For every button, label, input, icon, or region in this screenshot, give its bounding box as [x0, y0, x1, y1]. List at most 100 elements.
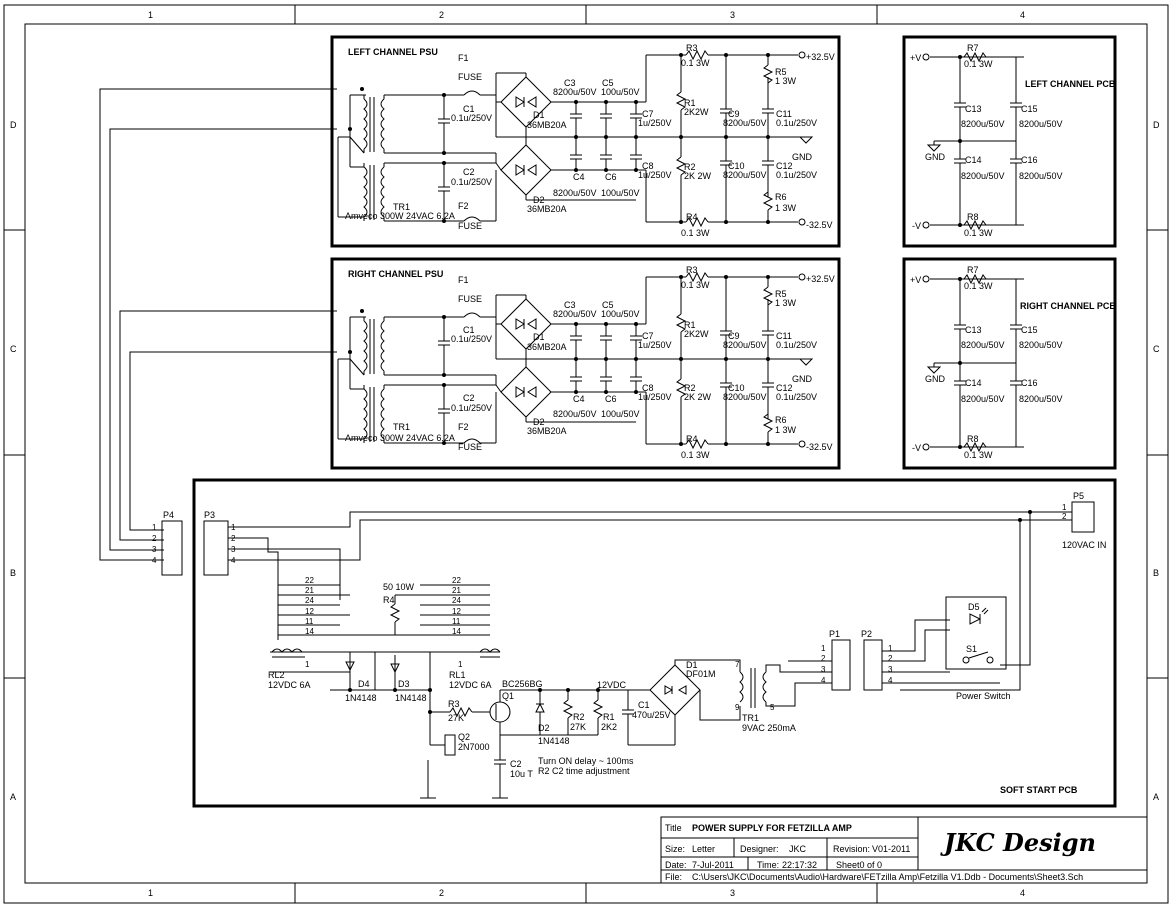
r4-label: R4 [686, 212, 698, 222]
gnd-label: GND [925, 374, 946, 384]
c3-label: C3 [564, 300, 576, 310]
c7-value: 1u/250V [638, 340, 672, 350]
p4-pin-4: 4 [152, 556, 157, 565]
r6-value: 1 3W [775, 203, 797, 213]
tr1-label: TR1 [742, 713, 759, 723]
d2-label: D2 [533, 195, 545, 205]
p2-pin-2: 2 [888, 654, 893, 663]
r6-label: R6 [775, 415, 787, 425]
relay-contacts-right: 22 21 24 12 11 14 [420, 576, 490, 636]
p4-pin-1: 1 [152, 523, 157, 532]
rl1-pin-21: 21 [452, 586, 461, 595]
relay-contacts-left: 22 21 24 12 11 14 [278, 576, 350, 636]
designer-value: JKC [789, 844, 807, 854]
rl1-pin-14: 14 [452, 627, 461, 636]
rl2-pin-24: 24 [305, 596, 314, 605]
tr1-pin-9: 9 [735, 703, 740, 712]
c5-label: C5 [602, 78, 614, 88]
c9-label: C9 [728, 331, 740, 341]
rl2-pin-1: 1 [305, 660, 310, 669]
vpos-label: +32.5V [806, 52, 835, 62]
c1-label: C1 [463, 104, 475, 114]
f2-label: F2 [458, 201, 469, 211]
vpos-label: +V [910, 275, 921, 285]
gnd-label: GND [792, 374, 813, 384]
s1-label: S1 [966, 644, 977, 654]
r5-label: R5 [775, 289, 787, 299]
col-label-3: 3 [730, 10, 735, 20]
revision-value: V01-2011 [872, 844, 910, 854]
r1-label: R1 [603, 712, 615, 722]
r2-value: 2K 2W [684, 392, 712, 402]
r7-value: 0.1 3W [964, 281, 993, 291]
c1-value: 470u/25V [632, 710, 671, 720]
soft-start-title: SOFT START PCB [1000, 785, 1078, 795]
soft-start-pcb: SOFT START PCB P4 1 2 3 4 P3 1 2 3 4 P5 … [152, 478, 1117, 808]
r3-value: 0.1 3W [681, 58, 710, 68]
r1-value: 2K2W [684, 107, 709, 117]
r5-value: 1 3W [775, 298, 797, 308]
p2-pin-1: 1 [888, 644, 893, 653]
vneg-label: -V [912, 221, 921, 231]
rl2-pin-11: 11 [305, 617, 314, 626]
tr1-value: Amveco 300W 24VAC 6.2A [345, 211, 455, 221]
f1-label: F1 [458, 275, 469, 285]
q2-value: 2N7000 [458, 742, 490, 752]
c15-value: 8200u/50V [1019, 119, 1063, 129]
power-switch-label: Power Switch [956, 691, 1011, 701]
c5-value: 100u/50V [601, 309, 640, 319]
c12-label: C12 [776, 161, 793, 171]
f2-label: F2 [458, 422, 469, 432]
r3-label: R3 [686, 265, 698, 275]
revision-label: Revision: [833, 844, 870, 854]
c12-label: C12 [776, 383, 793, 393]
f2-value: FUSE [458, 442, 482, 452]
p4-pin-2: 2 [152, 534, 157, 543]
col-label-4: 4 [1020, 10, 1025, 20]
c13-value: 8200u/50V [961, 340, 1005, 350]
row-label-d: D [10, 120, 17, 130]
r8-label: R8 [967, 434, 979, 444]
title-label: Title [665, 823, 682, 833]
rl1-pin-1: 1 [458, 660, 463, 669]
c12-value: 0.1u/250V [776, 392, 817, 402]
p1-pin-2: 2 [821, 654, 826, 663]
rl2-pin-12: 12 [305, 607, 314, 616]
c5-value: 100u/50V [601, 87, 640, 97]
designer-label: Designer: [740, 844, 779, 854]
d1-label: D1 [533, 110, 545, 120]
vac-in-label: 120VAC IN [1062, 540, 1106, 550]
d1-value: 36MB20A [527, 342, 567, 352]
r4-ref: R4 [383, 595, 395, 605]
d4-value: 1N4148 [345, 693, 377, 703]
col-label-3-bottom: 3 [730, 888, 735, 898]
vneg-label: -V [912, 443, 921, 453]
c16-value: 8200u/50V [1019, 394, 1063, 404]
c8-label: C8 [642, 161, 654, 171]
rl2-pin-21: 21 [305, 586, 314, 595]
gnd-label: GND [925, 152, 946, 162]
p4-pin-3: 3 [152, 545, 157, 554]
row-label-a: A [10, 792, 16, 802]
rl1-label: RL1 [449, 670, 466, 680]
d2-value: 36MB20A [527, 426, 567, 436]
rl2-pin-22: 22 [305, 576, 314, 585]
d4-label: D4 [358, 679, 370, 689]
vpos-label: +V [910, 53, 921, 63]
tr1-pin-7: 7 [735, 660, 740, 669]
jkc-design-logo: JKC Design [940, 828, 1096, 857]
r1-label: R1 [684, 320, 696, 330]
c11-label: C11 [776, 331, 792, 341]
c14-label: C14 [965, 155, 982, 165]
r3-value: 27K [448, 713, 464, 723]
c16-label: C16 [1021, 155, 1038, 165]
c16-value: 8200u/50V [1019, 171, 1063, 181]
c8-value: 1u/250V [638, 170, 672, 180]
r6-value: 1 3W [775, 425, 797, 435]
row-label-c: C [10, 344, 17, 354]
vneg-label: -32.5V [806, 442, 833, 452]
p3-label: P3 [204, 510, 215, 520]
c2-value: 0.1u/250V [451, 403, 492, 413]
rl2-pin-14: 14 [305, 627, 314, 636]
col-label-4-bottom: 4 [1020, 888, 1025, 898]
